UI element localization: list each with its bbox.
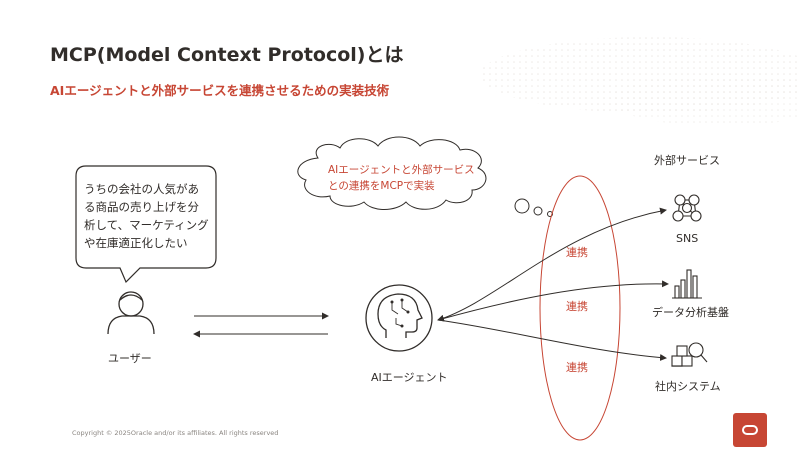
page-title: MCP(Model Context Protocol)とは — [50, 44, 404, 66]
user-icon — [107, 291, 155, 335]
speech-line: る商品の売り上げを分 — [84, 200, 199, 214]
link-to-sns — [437, 207, 667, 322]
speech-line: や在庫適正化したい — [84, 236, 188, 250]
service-label-sns: SNS — [676, 232, 699, 245]
speech-line: うちの会社の人気があ — [84, 182, 199, 196]
agent-label: AIエージェント — [371, 371, 448, 384]
page-subtitle: AIエージェントと外部サービスを連携させるための実装技術 — [50, 83, 390, 98]
internal-system-icon — [671, 342, 708, 367]
service-label-analytics: データ分析基盤 — [652, 306, 729, 319]
thought-cloud-text: AIエージェントと外部サービス との連携をMCPで実装 — [328, 162, 475, 194]
speech-bubble-text: うちの会社の人気があ る商品の売り上げを分 析して、マーケティング や在庫適正化… — [84, 180, 214, 252]
link-label-sns: 連携 — [566, 246, 588, 259]
link-label-internal: 連携 — [566, 361, 588, 374]
oracle-logo-ring — [742, 425, 758, 435]
link-to-analytics — [437, 280, 669, 321]
user-label: ユーザー — [108, 352, 152, 365]
oracle-logo — [733, 413, 767, 447]
service-label-internal: 社内システム — [655, 380, 721, 393]
ai-brain-icon — [365, 284, 433, 352]
speech-line: 析して、マーケティング — [84, 218, 209, 232]
cloud-line: AIエージェントと外部サービス — [328, 164, 475, 176]
link-label-analytics: 連携 — [566, 300, 588, 313]
background-texture — [480, 37, 800, 126]
social-network-icon — [672, 194, 702, 222]
analytics-chart-icon — [672, 269, 702, 299]
copyright-footer: Copyright © 2025Oracle and/or its affili… — [72, 429, 279, 437]
cloud-line: との連携をMCPで実装 — [328, 180, 435, 192]
external-services-label: 外部サービス — [654, 154, 720, 167]
link-to-internal — [437, 319, 667, 362]
speech-bubble — [75, 165, 217, 284]
